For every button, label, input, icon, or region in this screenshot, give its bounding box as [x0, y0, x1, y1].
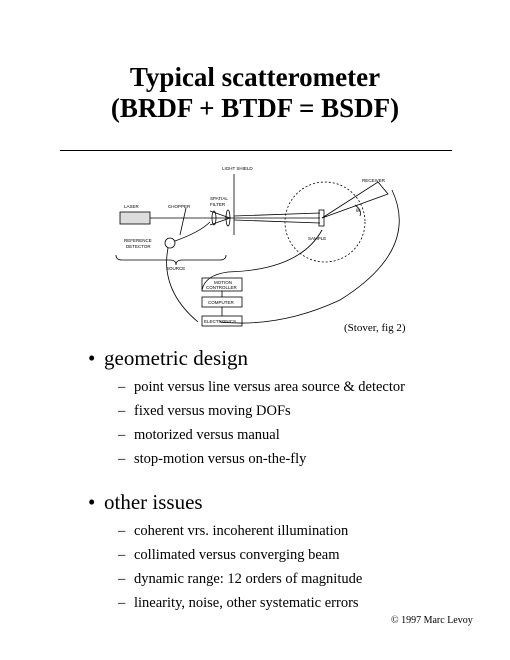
- dash-glyph: –: [118, 523, 126, 539]
- label-light-shield: LIGHT SHIELD: [222, 166, 253, 171]
- label-electronics: ELECTRONICS: [204, 319, 236, 324]
- list-item-label: point versus line versus area source & d…: [134, 379, 405, 395]
- section-heading-label: other issues: [104, 490, 203, 514]
- bullet-glyph: •: [88, 346, 96, 370]
- list-item: –collimated versus converging beam: [118, 546, 340, 564]
- motion-cable: [201, 229, 323, 291]
- list-item: –coherent vrs. incoherent illumination: [118, 522, 348, 540]
- spatial-filter-lens-1: [211, 210, 217, 226]
- slide-title-line-1: Typical scatterometer: [129, 62, 381, 92]
- sample-holder: [318, 209, 325, 227]
- label-spatial-filter-1: SPATIAL: [210, 196, 228, 201]
- dash-glyph: –: [118, 595, 126, 611]
- list-item-label: coherent vrs. incoherent illumination: [134, 523, 349, 539]
- label-motion-controller-1: MOTION: [214, 280, 232, 285]
- list-item-label: motorized versus manual: [134, 427, 280, 443]
- dash-glyph: –: [118, 427, 126, 443]
- receiver-cable: [219, 189, 400, 324]
- label-chopper: CHOPPER: [168, 204, 191, 209]
- list-item: –fixed versus moving DOFs: [118, 402, 291, 420]
- laser-box: [119, 211, 151, 225]
- slide-title-line-2: (BRDF + BTDF = BSDF): [110, 93, 400, 123]
- bullet-glyph: •: [88, 490, 96, 514]
- list-item: –dynamic range: 12 orders of magnitude: [118, 570, 362, 588]
- list-item: –point versus line versus area source & …: [118, 378, 405, 396]
- list-item-label: linearity, noise, other systematic error…: [134, 595, 359, 611]
- list-item-label: collimated versus converging beam: [134, 547, 340, 563]
- label-receiver: RECEIVER: [362, 178, 386, 183]
- list-item-label: fixed versus moving DOFs: [134, 403, 291, 419]
- section-heading-geometric-design: • geometric design: [88, 346, 248, 370]
- list-item-label: dynamic range: 12 orders of magnitude: [134, 571, 363, 587]
- label-theta: θs: [356, 208, 362, 213]
- label-laser: LASER: [124, 204, 140, 209]
- title-divider: [60, 150, 452, 151]
- label-sample: SAMPLE: [308, 236, 326, 241]
- dash-glyph: –: [118, 547, 126, 563]
- copyright-footer: © 1997 Marc Levoy: [391, 615, 473, 626]
- dash-glyph: –: [118, 571, 126, 587]
- label-reference-detector-2: DETECTOR: [126, 244, 151, 249]
- list-item: –motorized versus manual: [118, 426, 280, 444]
- label-motion-controller-2: CONTROLLER: [206, 285, 238, 290]
- chopper: [179, 207, 187, 236]
- dash-glyph: –: [118, 379, 126, 395]
- source-bracket: [115, 254, 227, 266]
- receiver-arm: [321, 181, 389, 219]
- reference-detector: [164, 237, 176, 249]
- detector-cable: [166, 247, 199, 323]
- list-item: –linearity, noise, other systematic erro…: [118, 594, 359, 612]
- scatterometer-diagram: LIGHT SHIELD RECEIVER LASER CHOPPER SPAT…: [115, 166, 400, 327]
- list-item-label: stop-motion versus on-the-fly: [134, 451, 307, 467]
- label-computer: COMPUTER: [208, 300, 235, 305]
- figure-caption: (Stover, fig 2): [344, 322, 406, 334]
- label-spatial-filter-2: FILTER: [210, 202, 226, 207]
- dash-glyph: –: [118, 451, 126, 467]
- dash-glyph: –: [118, 403, 126, 419]
- section-heading-other-issues: • other issues: [88, 490, 203, 514]
- list-item: –stop-motion versus on-the-fly: [118, 450, 306, 468]
- label-reference-detector-1: REFERENCE: [124, 238, 152, 243]
- section-heading-label: geometric design: [104, 346, 249, 370]
- label-source: SOURCE: [166, 266, 185, 271]
